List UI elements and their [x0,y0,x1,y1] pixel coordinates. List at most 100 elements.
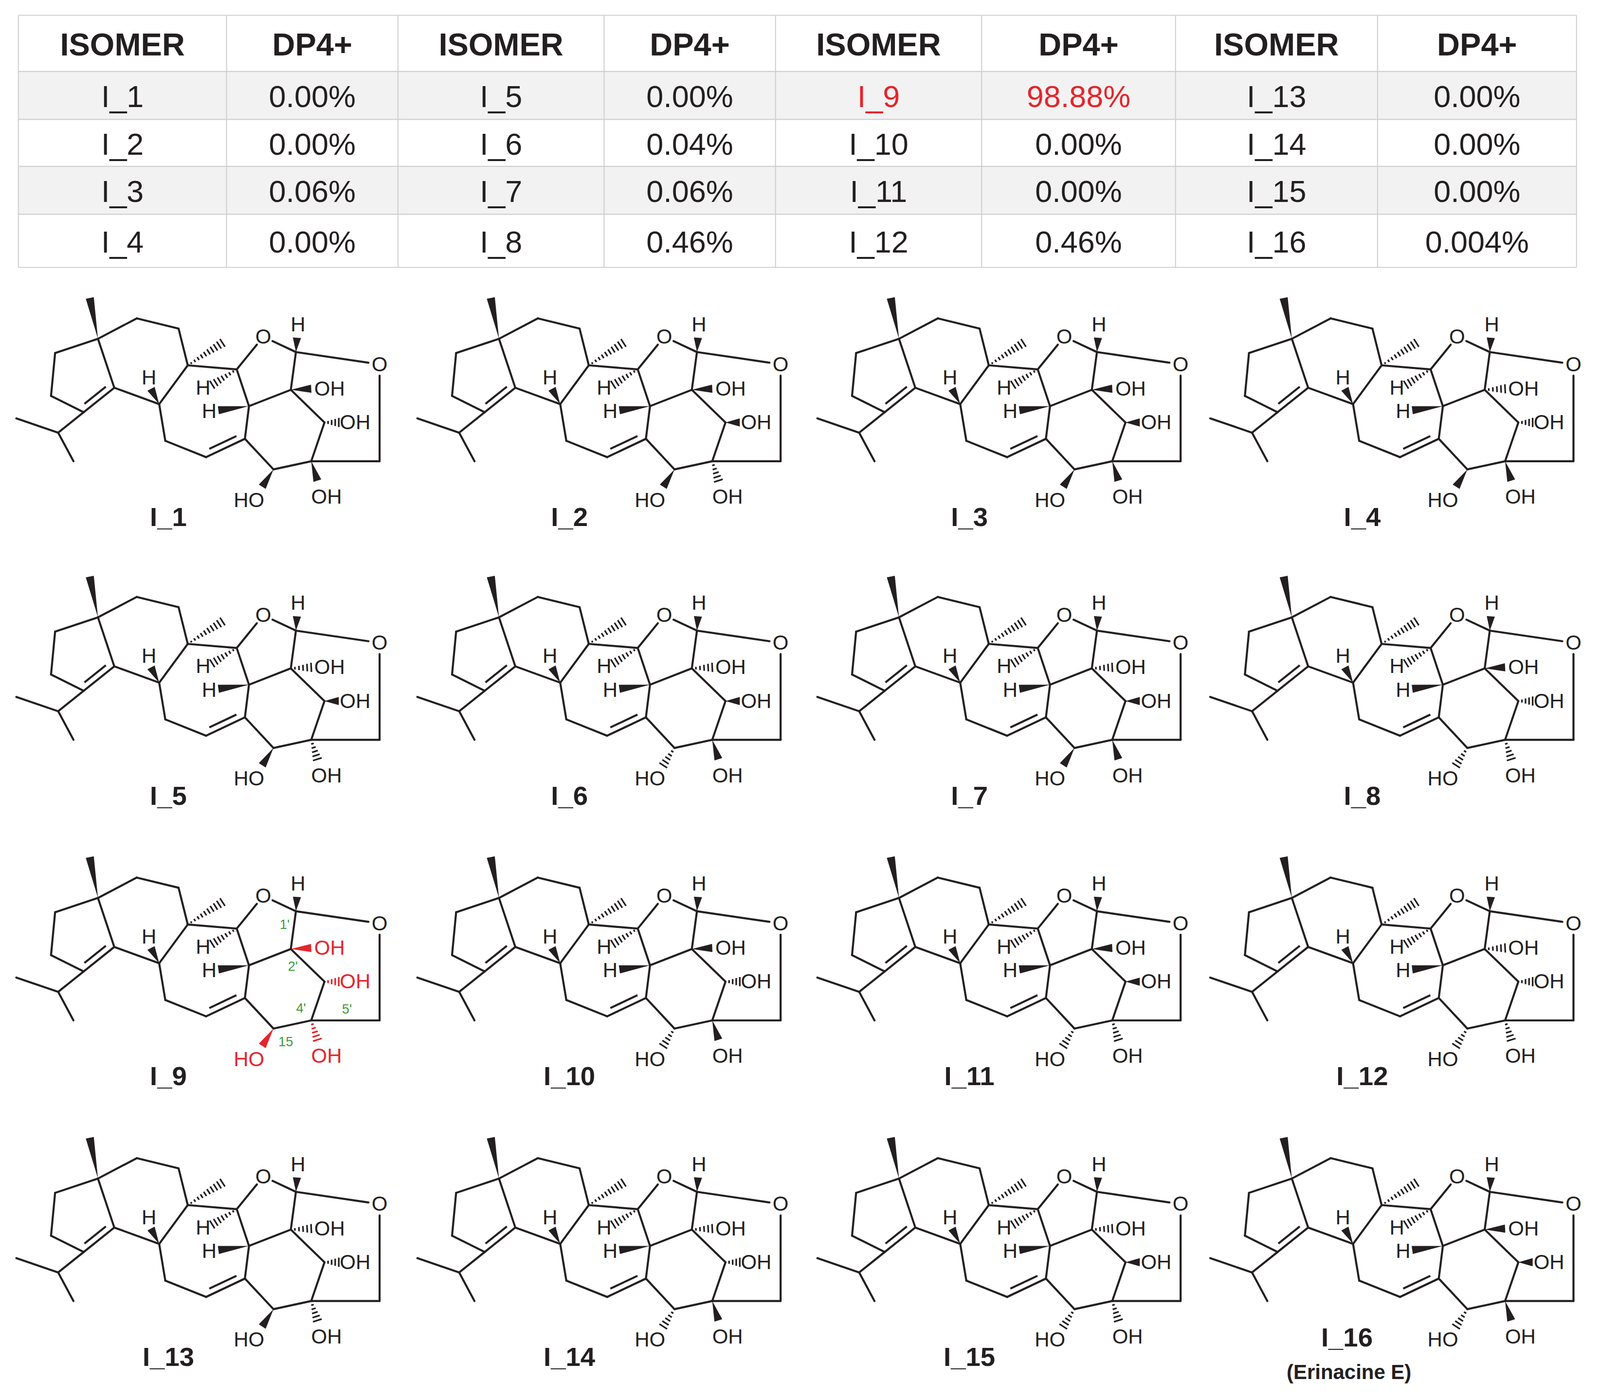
grid-line [1175,15,1177,268]
bond-line [966,1000,1008,1017]
hash-stroke [213,1183,218,1191]
double-bond [209,436,237,449]
atom-label: OH [314,378,346,400]
hash-stroke [595,1199,597,1202]
wedge-bond [693,337,703,353]
wedge-bond [1125,1258,1140,1267]
hash-stroke [1022,654,1026,660]
atom-label: H [1335,645,1350,667]
hash-stroke [1403,1186,1408,1193]
bond-line [966,440,1008,458]
bond-line [1045,717,1075,748]
wedge-bond [548,1226,561,1244]
hash-stroke [200,1194,203,1198]
hash-stroke [1413,339,1419,347]
bond-line [97,338,115,388]
table-header: ISOMER [1214,28,1339,61]
bond-line [1353,403,1360,441]
bond-line [960,924,989,964]
hash-stroke [598,1197,600,1200]
bond-line [136,318,179,329]
hash-stroke [194,1199,196,1202]
bond-line [1438,438,1468,470]
bond-line [855,617,899,632]
wedge-bond [1279,856,1292,899]
bond-line [1252,690,1278,712]
bond-line [1112,981,1126,1021]
hash-bond [1384,339,1419,364]
bond-line [1467,739,1506,748]
wedge-bond [292,337,302,353]
hash-stroke [1033,649,1035,652]
hash-stroke [228,372,231,376]
bond-line [1112,738,1181,741]
atom-label: O [371,1193,388,1215]
atom-number: 4' [295,1001,306,1015]
hash-stroke [1505,1023,1508,1025]
double-bond [610,1275,638,1289]
table-cell: 0.04% [646,128,733,160]
wedge-bond [548,945,561,964]
hash-stroke [190,921,192,924]
bond-line [579,328,589,365]
bond-line [852,631,856,675]
hash-stroke [629,931,632,935]
hash-stroke [633,370,635,373]
wedge-bond [1018,406,1051,415]
hash-stroke [1004,1191,1008,1197]
bond-line [1252,432,1268,462]
table-cell: 0.00% [1433,176,1521,207]
wedge-bond [85,297,98,340]
bond-line [712,738,781,741]
hash-stroke [1394,913,1397,918]
double-bond [485,945,508,964]
wedge-bond [290,944,312,953]
atom-label: H [195,377,211,399]
bond-line [417,418,460,433]
table-cell: 98.88% [1026,81,1131,112]
hash-stroke [209,940,215,948]
atom-label: HO [1034,768,1066,789]
bond-line [645,717,675,748]
atom-label: OH [740,412,772,433]
bond-line [1252,1272,1268,1302]
atom-label: H [1091,314,1107,335]
atom-label: H [290,1154,306,1175]
wedge-bond [1091,944,1113,953]
wedge-bond [1091,384,1113,394]
structure [1210,1136,1574,1329]
bond-line [645,684,650,718]
hash-stroke [998,916,1000,920]
hash-bond [310,1023,322,1042]
hash-stroke [312,754,320,757]
hash-stroke [203,1191,207,1197]
bond-line [1359,719,1400,736]
bond-line [855,1178,899,1193]
bond-line [455,617,499,632]
wedge-bond [486,856,499,899]
atom-label: H [542,926,558,947]
wedge-bond [1279,575,1292,618]
atom-label: H [691,1154,707,1175]
hash-stroke [302,1226,305,1233]
double-bond [84,945,107,964]
bond-line [1096,351,1170,363]
hash-stroke [620,339,626,347]
bond-line [1091,630,1097,669]
hash-stroke [334,418,336,427]
hash-stroke [334,1258,336,1267]
bond-line [290,351,296,390]
bond-line [1467,1301,1506,1310]
hash-stroke [1418,933,1422,938]
wedge-bond [1018,1245,1051,1255]
atom-label: O [1565,913,1582,934]
hash-stroke [607,908,612,914]
hash-bond [610,370,635,389]
bond-line [159,1243,166,1281]
double-bond [209,995,237,1008]
atom-label: H [602,679,618,701]
hash-stroke [1018,1217,1022,1223]
hash-stroke [1403,1220,1409,1229]
bond-line [579,607,589,644]
bond-line [1438,1278,1468,1310]
